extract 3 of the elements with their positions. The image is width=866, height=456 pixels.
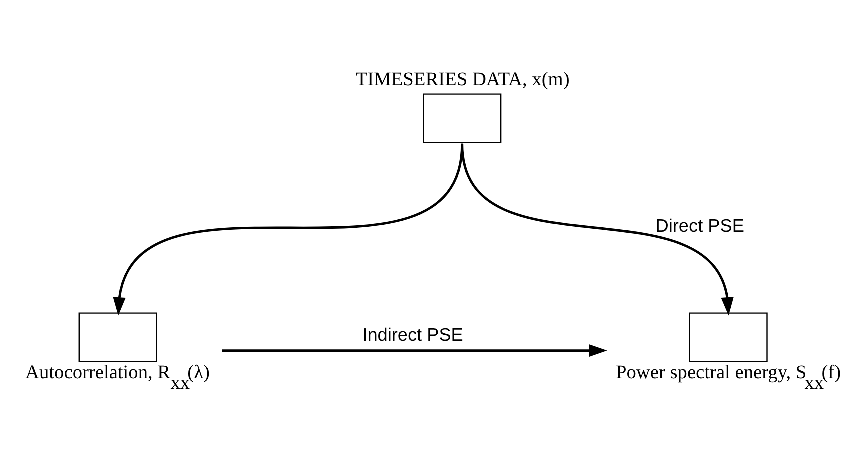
- edge-label: Direct PSE: [656, 216, 744, 236]
- edge-label: Indirect PSE: [362, 325, 464, 346]
- node-label: TIMESERIES DATA, x(m): [356, 70, 570, 91]
